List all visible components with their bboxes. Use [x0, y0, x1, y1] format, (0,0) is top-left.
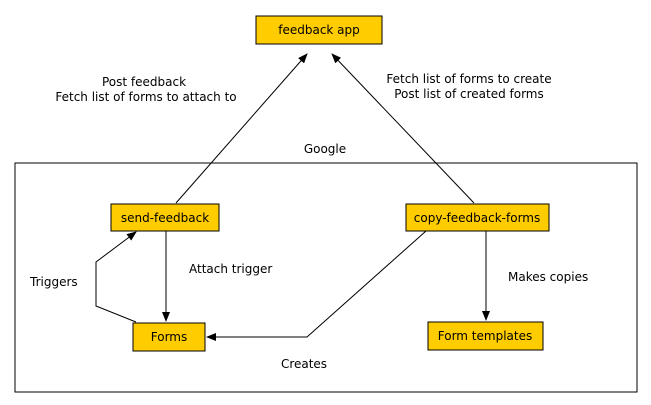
node-send-feedback[interactable]: send-feedback: [110, 203, 220, 232]
edge-send-feedback-to-feedback-app: [175, 53, 308, 204]
node-forms[interactable]: Forms: [132, 322, 206, 352]
node-forms-label: Forms: [151, 330, 187, 344]
edges: [95, 53, 490, 341]
node-form-templates-box[interactable]: [427, 321, 544, 351]
node-feedback-app-box[interactable]: [255, 15, 383, 45]
node-feedback-app[interactable]: feedback app: [255, 15, 383, 45]
edge-labels: Post feedback Fetch list of forms to att…: [29, 72, 588, 371]
node-copy-feedback-forms-box[interactable]: [405, 203, 550, 232]
edge-label-makes-copies: Makes copies: [508, 270, 588, 284]
edge-label-copy-to-app-line2: Post list of created forms: [394, 87, 544, 101]
node-form-templates-label: Form templates: [438, 329, 532, 343]
google-group-label: Google: [304, 142, 346, 156]
edge-label-send-to-app-line1: Post feedback: [102, 75, 186, 89]
node-feedback-app-label: feedback app: [278, 23, 360, 37]
edge-creates: [206, 230, 427, 341]
node-send-feedback-label: send-feedback: [121, 211, 209, 225]
edge-label-send-to-app-line2: Fetch list of forms to attach to: [55, 90, 236, 104]
edge-label-triggers: Triggers: [29, 275, 78, 289]
node-copy-feedback-forms-label: copy-feedback-forms: [414, 211, 540, 225]
edge-label-attach-trigger: Attach trigger: [189, 262, 272, 276]
node-copy-feedback-forms[interactable]: copy-feedback-forms: [405, 203, 550, 232]
edge-label-copy-to-app-line1: Fetch list of forms to create: [386, 72, 551, 86]
edge-label-creates: Creates: [281, 357, 327, 371]
node-form-templates[interactable]: Form templates: [427, 321, 544, 351]
edge-copy-feedback-forms-to-feedback-app: [331, 53, 475, 204]
node-forms-box[interactable]: [132, 322, 206, 352]
edge-triggers: [95, 231, 137, 323]
node-send-feedback-box[interactable]: [110, 203, 220, 232]
google-group: Google: [14, 142, 638, 393]
google-group-border: [14, 162, 638, 393]
